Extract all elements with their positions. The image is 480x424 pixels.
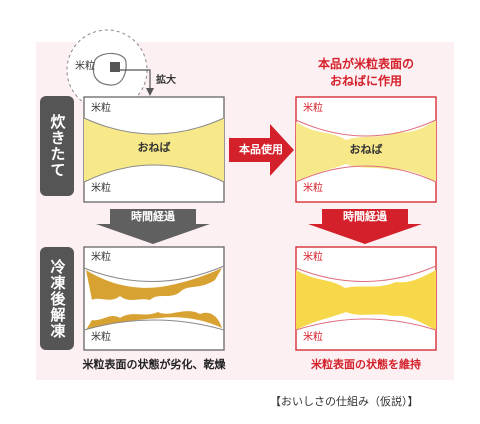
zoom-pointer [120,69,151,92]
footer-caption: 【おいしさの仕組み（仮説）】 [270,395,419,408]
left-bottom-paste-upper [86,268,222,300]
right-top-grain-bottom: 米粒 [303,183,323,194]
zoom-pointer-head [146,88,154,96]
right-top-paste-label: おねば [349,143,383,156]
right-bottom-grain-edge-bottom [295,318,437,331]
right-bottom-grain-bottom: 米粒 [303,332,323,343]
right-time-arrow-label: 時間経過 [343,210,387,223]
left-top-grain-top: 米粒 [91,103,111,114]
zoom-grain-label: 米粒 [75,61,95,72]
right-bottom-paste [296,270,436,330]
left-bottom-grain-edge-top [83,265,225,282]
right-caption: 米粒表面の状態を維持 [311,358,421,371]
left-bottom-grain-top: 米粒 [91,252,111,263]
left-top-grain-edge-top [83,117,225,135]
left-top-paste [84,118,224,182]
side-label-freshly-cooked: 炊きたて [40,96,74,196]
right-top-paste [296,120,436,182]
side-label-frozen-thawed-text: 冷凍後解凍 [48,258,67,339]
right-top-grain-top: 米粒 [303,103,323,114]
right-time-arrow-shape [308,209,422,244]
zoom-marker [110,62,120,72]
right-bottom-grain-top: 米粒 [303,252,323,263]
right-top-grain-edge-top [295,119,437,137]
right-top-grain-edge-bottom [295,165,437,183]
left-caption: 米粒表面の状態が劣化、乾燥 [82,358,226,371]
middle-arrow-shape [229,124,294,176]
middle-arrow-label: 本品使用 [239,143,283,156]
left-bottom-paste-lower [86,311,222,330]
left-bottom-grain-bottom: 米粒 [91,332,111,343]
zoom-enlarge-label: 拡大 [156,75,176,86]
rice-grain-icon [92,52,127,86]
left-top-paste-label: おねば [137,141,171,154]
right-bottom-grain-edge-top [295,265,437,282]
left-time-arrow-shape [96,209,210,244]
side-label-frozen-thawed: 冷凍後解凍 [40,247,74,350]
left-time-arrow-label: 時間経過 [131,210,175,223]
right-heading-line2: おねばに作用 [329,74,402,88]
left-top-grain-bottom: 米粒 [91,183,111,194]
right-heading-line1: 本品が米粒表面の [317,57,414,71]
left-top-grain-edge-bottom [83,164,225,183]
side-label-freshly-cooked-text: 炊きたて [48,114,67,178]
left-bottom-grain-edge-bottom [83,319,225,331]
